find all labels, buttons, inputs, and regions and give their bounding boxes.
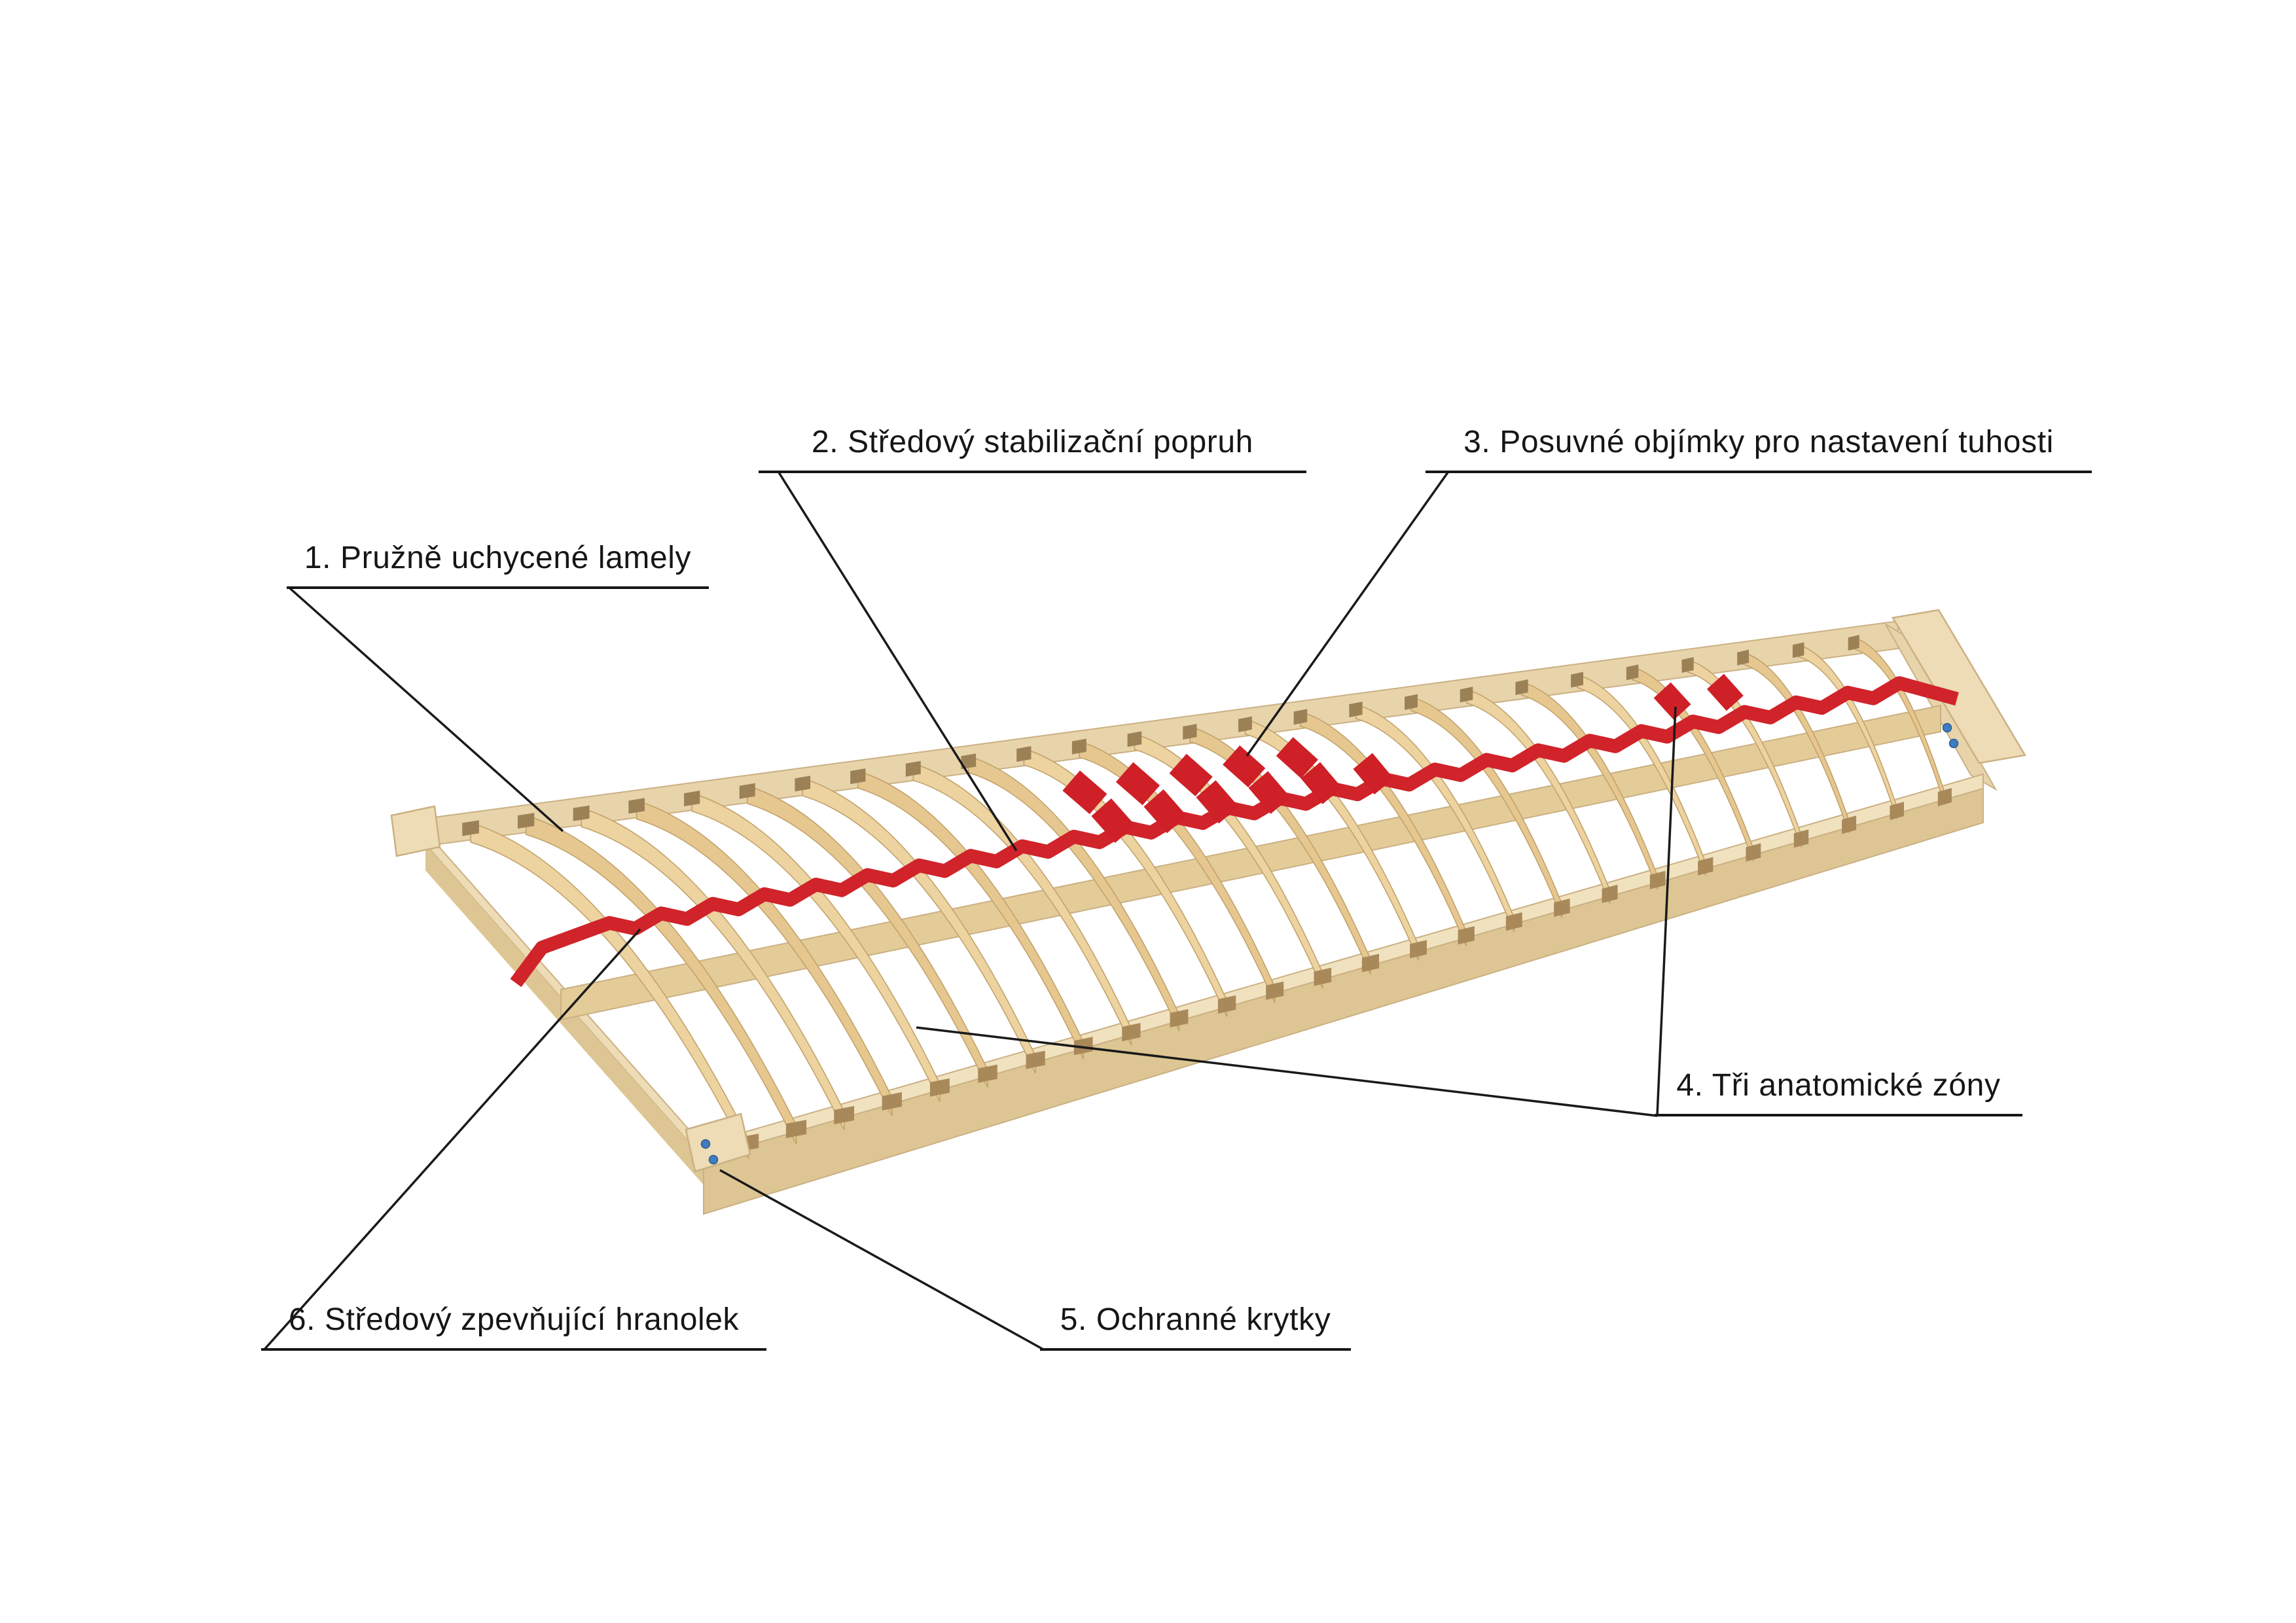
end-caps [390, 609, 2027, 1173]
label-protective-caps-text: 5. Ochranné krytky [1060, 1302, 1331, 1337]
leader-lines [262, 471, 1677, 1351]
label-firmness-sleeves-text: 3. Posuvné objímky pro nastavení tuhosti [1463, 425, 2054, 459]
label-center-bar-text: 6. Středový zpevňující hranolek [288, 1302, 740, 1337]
label-anatomic-zones: 4. Tři anatomické zóny [1655, 1067, 2022, 1116]
label-protective-caps: 5. Ochranné krytky [1040, 1302, 1351, 1351]
center-strap [510, 676, 1959, 988]
label-flexible-slats-text: 1. Pružně uchycené lamely [304, 541, 692, 575]
firmness-clips [1062, 673, 1744, 843]
label-central-strap: 2. Středový stabilizační popruh [759, 424, 1306, 473]
cap-screws [700, 722, 1959, 1165]
label-center-bar: 6. Středový zpevňující hranolek [261, 1302, 766, 1351]
label-anatomic-zones-text: 4. Tři anatomické zóny [1676, 1068, 2001, 1103]
label-central-strap-text: 2. Středový stabilizační popruh [812, 425, 1253, 459]
label-flexible-slats: 1. Pružně uchycené lamely [287, 540, 709, 589]
label-firmness-sleeves: 3. Posuvné objímky pro nastavení tuhosti [1426, 424, 2092, 473]
